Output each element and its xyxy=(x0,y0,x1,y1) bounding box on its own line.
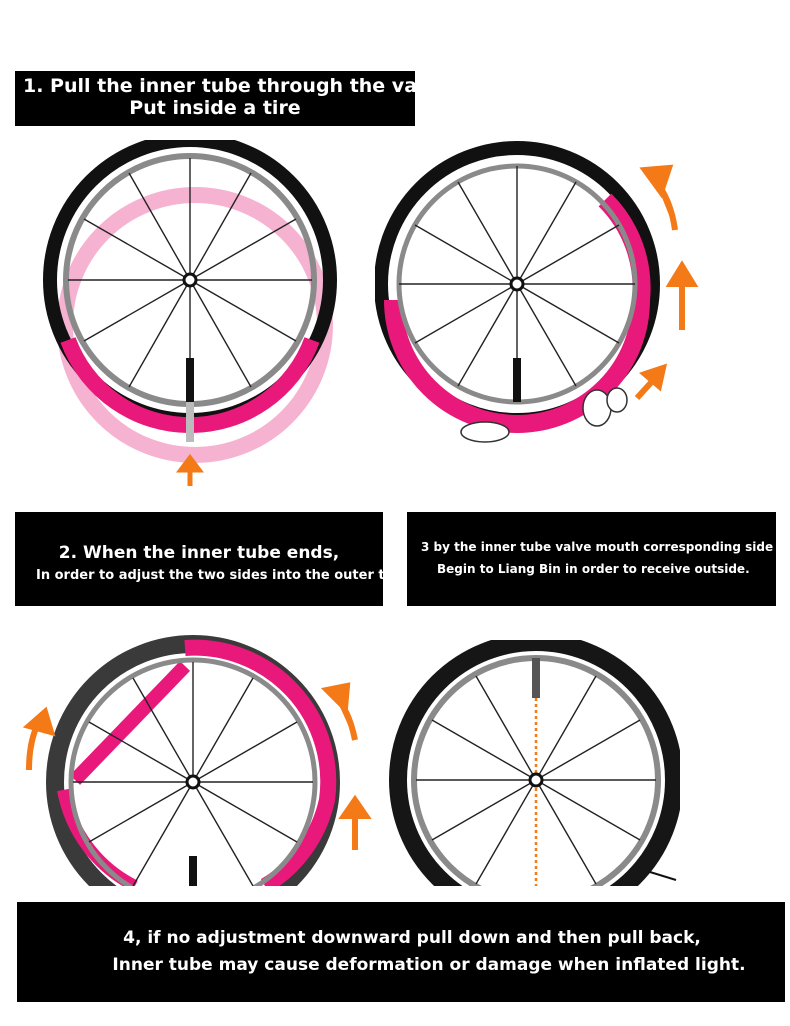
step-3-banner: 3 by the inner tube valve mouth correspo… xyxy=(407,512,776,606)
valve-stem xyxy=(189,856,197,886)
orange-diagonal-arrow-icon xyxy=(634,363,668,401)
orange-up-arrow-icon xyxy=(176,453,204,486)
hub xyxy=(182,272,198,288)
spokes xyxy=(68,158,312,402)
hands-icon xyxy=(460,387,628,443)
orange-up-arrow-icon xyxy=(338,794,372,850)
hub xyxy=(509,276,525,292)
step-1-line-2: Put inside a tire xyxy=(129,97,301,119)
step-1-banner: 1. Pull the inner tube through the valve… xyxy=(15,71,415,126)
spokes xyxy=(73,662,313,886)
ground-line xyxy=(649,871,677,881)
step-4-line-1: 4, if no adjustment downward pull down a… xyxy=(123,928,701,948)
orange-curved-arrow-icon xyxy=(22,706,56,771)
step-2-line-2: In order to adjust the two sides into th… xyxy=(36,568,383,583)
wheel-3-illustration xyxy=(22,635,372,886)
step-4-banner: 4, if no adjustment downward pull down a… xyxy=(17,902,785,1002)
valve-stem xyxy=(532,658,540,698)
rim xyxy=(68,657,318,886)
spokes xyxy=(416,675,656,885)
tube-inside-tire xyxy=(384,193,651,433)
step-3-line-2: Begin to Liang Bin in order to receive o… xyxy=(437,562,750,576)
step-1-line-1: 1. Pull the inner tube through the valve xyxy=(23,75,415,97)
spokes xyxy=(399,166,635,402)
hub xyxy=(528,772,544,788)
valve-stem-extension xyxy=(186,402,194,442)
orange-up-arrow-icon xyxy=(665,260,699,330)
step-4-line-2: Inner tube may cause deformation or dama… xyxy=(112,955,746,975)
wheel-2-illustration xyxy=(375,141,699,443)
wheel-1-illustration xyxy=(43,140,337,486)
tube-loose-section xyxy=(69,661,191,785)
hub xyxy=(185,774,201,790)
tube-inside-tire xyxy=(184,639,337,886)
wheel-4-illustration xyxy=(389,640,680,886)
orange-curved-arrow-icon xyxy=(320,682,358,741)
valve-stem xyxy=(513,358,521,402)
step-2-banner: 2. When the inner tube ends, In order to… xyxy=(15,512,383,606)
valve-stem xyxy=(186,358,194,402)
step-3-line-1: 3 by the inner tube valve mouth correspo… xyxy=(421,540,774,554)
orange-curved-arrow-icon xyxy=(639,164,678,231)
step-2-line-1: 2. When the inner tube ends, xyxy=(58,543,340,563)
tire-outer xyxy=(389,640,680,886)
